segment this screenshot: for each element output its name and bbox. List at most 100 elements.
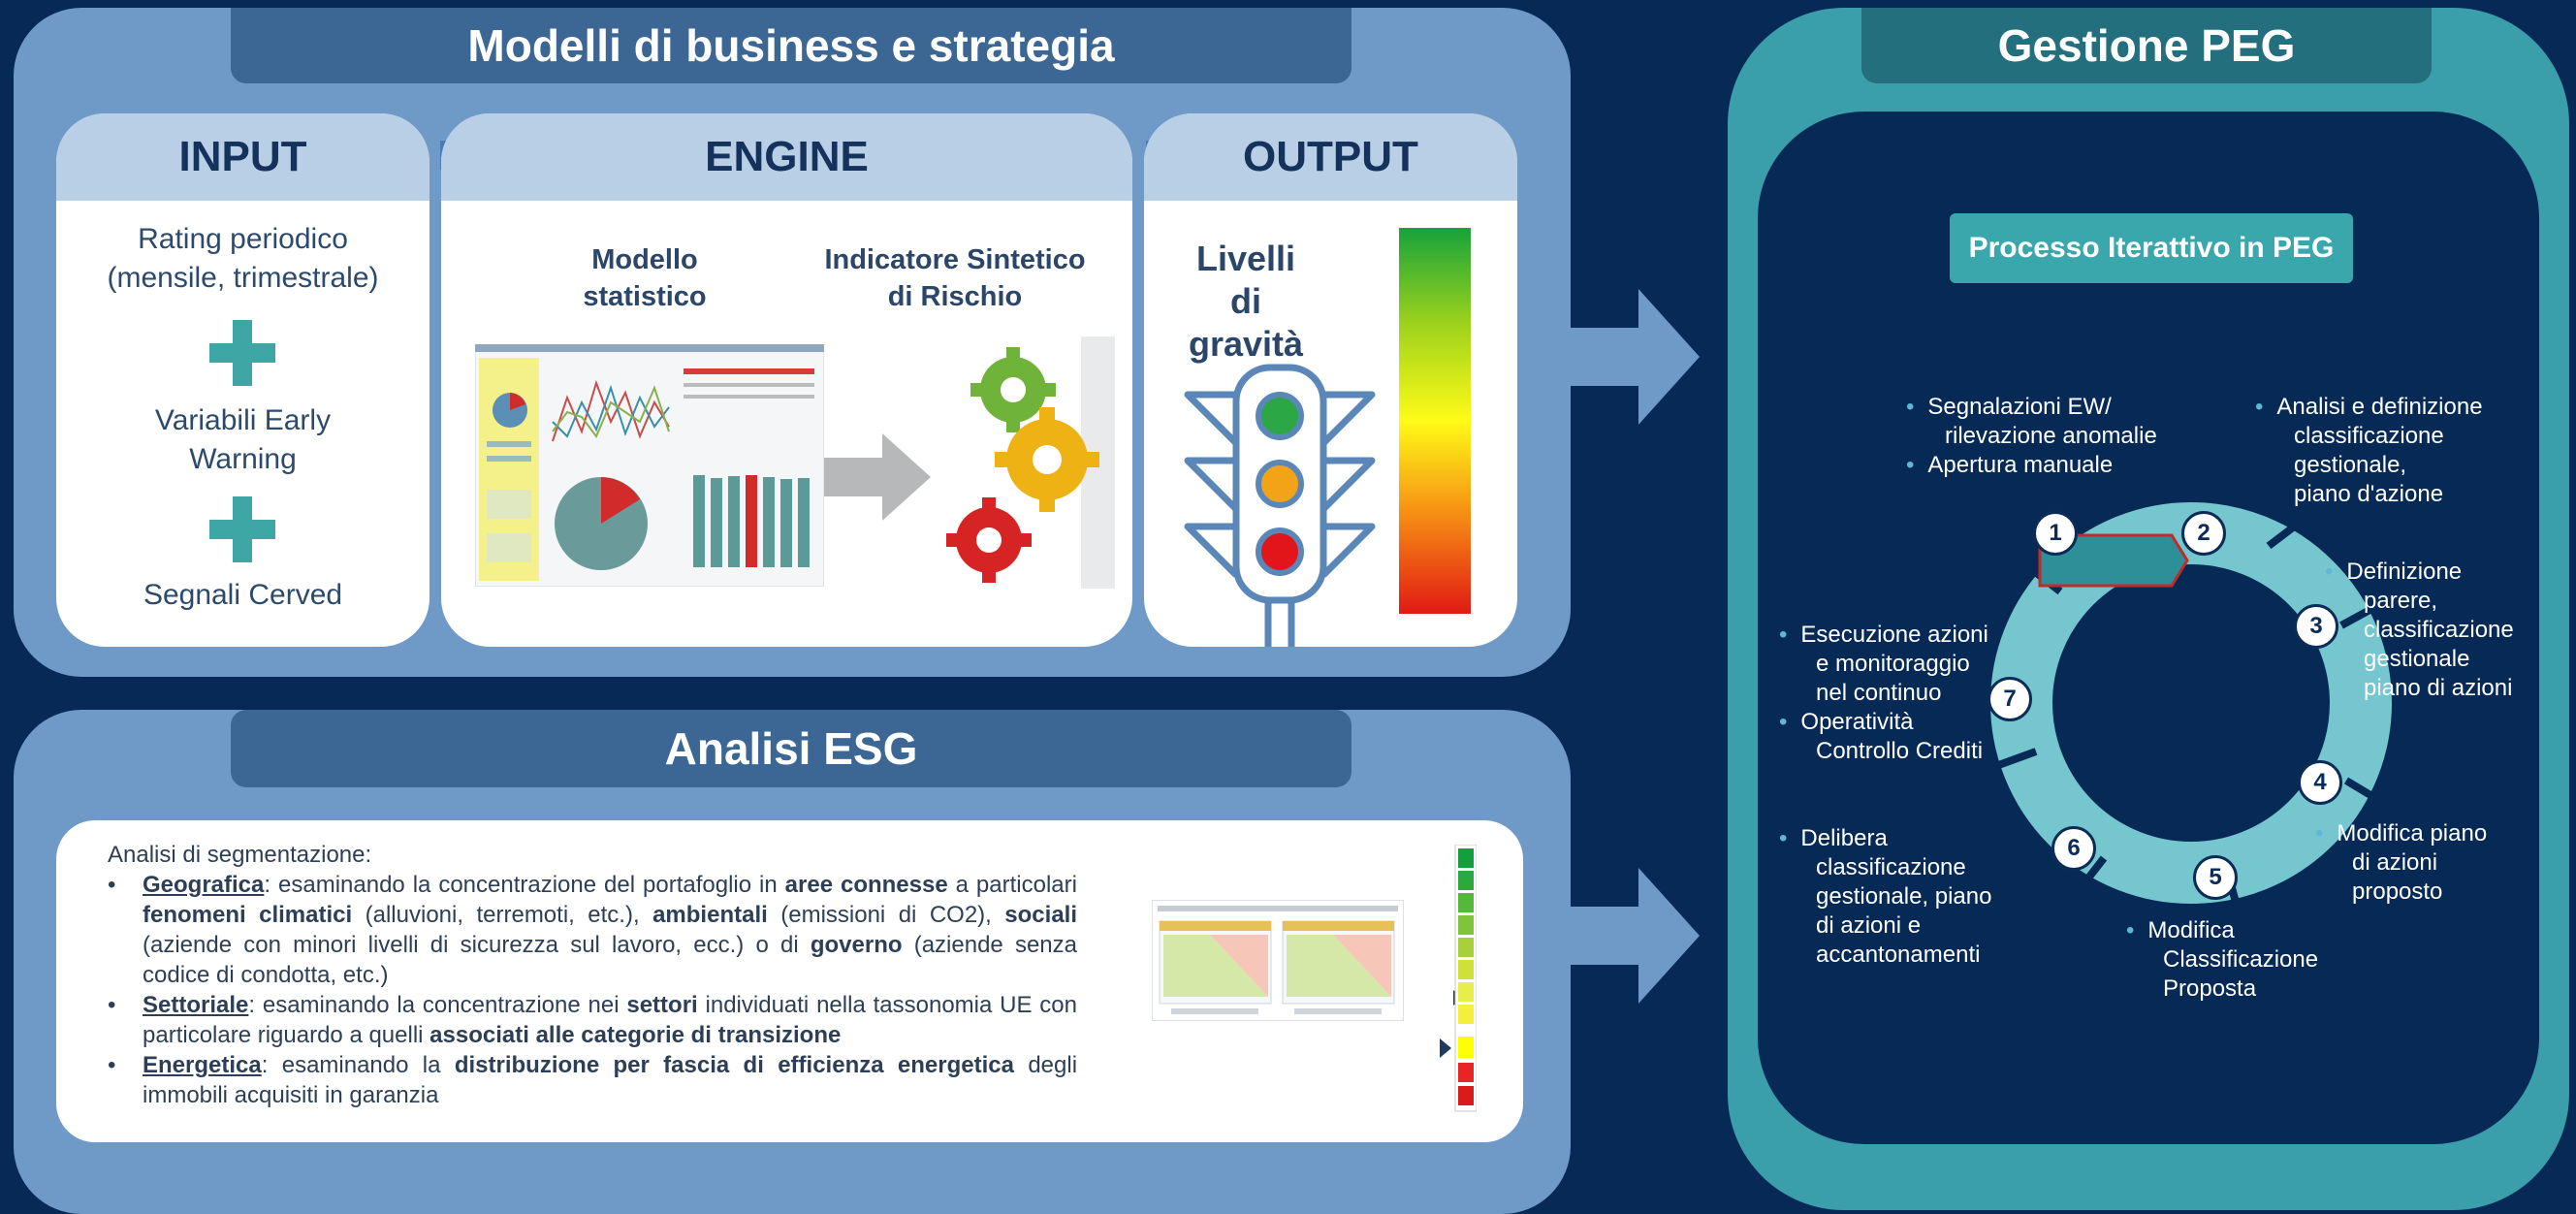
business-model-title: Modelli di business e strategia	[231, 8, 1352, 83]
peg-inner-panel	[1758, 112, 2539, 1144]
step-text: Proposta	[2163, 975, 2257, 1002]
step-number-3: 3	[2294, 604, 2338, 649]
step-text: classificazione	[2364, 617, 2514, 643]
output-levels-label-sub: di gravità	[1188, 281, 1304, 364]
energy-class-scale	[1440, 845, 1477, 1112]
step-number-4: 4	[2298, 760, 2342, 805]
esg-intro: Analisi di segmentazione:	[108, 842, 372, 868]
step-text: accantonamenti	[1816, 942, 1981, 968]
esg-text: (aziende senza codice di condotta, etc.)	[143, 932, 1077, 988]
traffic-light-icon	[1184, 364, 1376, 647]
step-number-2: 2	[2181, 511, 2226, 556]
step-text: Delibera	[1800, 825, 1888, 851]
step-text: Controllo Crediti	[1816, 738, 1984, 764]
engine-indicator-label-sub: di Rischio	[887, 281, 1023, 312]
step-text: parere,	[2364, 588, 2438, 614]
step-text: Definizione	[2346, 559, 2463, 585]
output-levels-label: Livelli	[1195, 239, 1296, 278]
step-text: classificazione	[2294, 423, 2444, 449]
esg-text: : esaminando la concentrazione del porta…	[264, 872, 785, 898]
esg-text: (alluvioni, terremoti, etc.),	[352, 902, 653, 928]
step-text: di azioni e	[1816, 912, 1922, 939]
esg-keyword: aree connesse	[784, 872, 948, 898]
esg-text: individuati nella tassonomia UE con part…	[143, 992, 1078, 1048]
step-text: gestionale,	[2294, 452, 2407, 478]
step-text: Classificazione	[2163, 946, 2319, 973]
esg-text: : esaminando la concentrazione nei	[248, 992, 627, 1018]
esg-ene-label: Energetica	[143, 1052, 262, 1078]
step-number-6: 6	[2051, 826, 2096, 871]
step-text: gestionale	[2364, 646, 2470, 672]
esg-text: : esaminando la	[261, 1052, 455, 1078]
step-text: piano d'azione	[2294, 481, 2444, 507]
esg-keyword: fenomeni climatici	[143, 902, 353, 928]
step-text: Apertura manuale	[1927, 452, 2114, 478]
esg-text: (emissioni di CO2),	[767, 902, 1005, 928]
output-header: OUTPUT	[1144, 113, 1517, 201]
esg-keyword: ambientali	[652, 902, 768, 928]
step-text: nel continuo	[1816, 680, 1942, 706]
esg-matrix-thumbnail	[1152, 900, 1404, 1021]
esg-keyword: associati alle categorie di transizione	[429, 1022, 842, 1048]
step-text: Operatività	[1800, 709, 1914, 735]
step-1-arrow-box	[2038, 533, 2189, 588]
input-card: INPUT Rating periodico (mensile, trimest…	[56, 113, 429, 647]
input-item-rating-sub: (mensile, trimestrale)	[107, 262, 379, 294]
step-7-text: •Esecuzione azioni e monitoraggio nel co…	[1779, 621, 2012, 766]
esg-keyword: governo	[810, 932, 903, 958]
arrow-right-icon	[1566, 868, 1700, 1004]
input-item-early-warning: Variabili Early	[154, 404, 332, 436]
step-text: gestionale, piano	[1816, 883, 1992, 910]
engine-model-label-sub: statistico	[583, 281, 707, 312]
step-text: Modifica piano	[2337, 820, 2488, 847]
input-item-early-warning-sub: Warning	[189, 443, 297, 475]
engine-indicator-label: Indicatore Sintetico	[824, 244, 1086, 275]
esg-item-energetica: • Energetica: esaminando la distribuzion…	[108, 1052, 1078, 1108]
arrow-right-icon	[824, 433, 931, 521]
esg-keyword: settori	[626, 992, 698, 1018]
step-text: Esecuzione azioni	[1800, 622, 1988, 648]
engine-card: ENGINE Modello statistico Indicatore Sin…	[441, 113, 1132, 647]
esg-item-geografica: • Geografica: esaminando la concentrazio…	[108, 872, 1078, 988]
output-card: OUTPUT Livelli di gravità	[1144, 113, 1517, 647]
step-number-1: 1	[2033, 511, 2078, 556]
peg-title: Gestione PEG	[1861, 8, 2432, 83]
esg-text: a particolari	[947, 872, 1077, 898]
esg-card: Analisi di segmentazione: • Geografica: …	[56, 820, 1523, 1142]
step-3-text: •Definizione parere, classificazione ges…	[2325, 558, 2538, 703]
step-4-text: •Modifica piano di azioni proposto	[2315, 819, 2538, 907]
peg-process-title: Processo Iterattivo in PEG	[1950, 213, 2353, 283]
step-text: e monitoraggio	[1816, 651, 1970, 677]
input-item-rating: Rating periodico	[138, 223, 348, 255]
input-header: INPUT	[56, 113, 429, 201]
step-6-text: •Delibera classificazione gestionale, pi…	[1779, 824, 2012, 970]
esg-title: Analisi ESG	[231, 710, 1352, 787]
engine-model-label: Modello	[591, 244, 698, 275]
step-text: proposto	[2352, 879, 2443, 905]
step-number-5: 5	[2193, 855, 2238, 900]
plus-icon	[209, 320, 275, 386]
esg-keyword: sociali	[1004, 902, 1078, 928]
step-5-text: •Modifica Classificazione Proposta	[2126, 916, 2359, 1004]
severity-gradient-bar	[1399, 228, 1471, 614]
step-2-text: •Analisi e definizione classificazione g…	[2255, 393, 2546, 509]
step-text: piano di azioni	[2364, 675, 2513, 701]
step-1-text: •Segnalazioni EW/ rilevazione anomalie •…	[1906, 393, 2197, 480]
step-number-7: 7	[1988, 677, 2032, 721]
esg-set-label: Settoriale	[143, 992, 249, 1018]
plus-icon	[209, 496, 275, 562]
esg-text: degli immobili acquisiti in garanzia	[143, 1052, 1078, 1108]
step-text: Analisi e definizione	[2276, 394, 2483, 420]
esg-item-settoriale: • Settoriale: esaminando la concentrazio…	[108, 992, 1078, 1048]
esg-keyword: distribuzione per fascia di efficienza e…	[454, 1052, 1014, 1078]
esg-geo-label: Geografica	[143, 872, 265, 898]
dashboard-thumbnail	[475, 344, 824, 587]
engine-header: ENGINE	[441, 113, 1132, 201]
step-text: Modifica	[2147, 917, 2235, 943]
gears-icon	[946, 336, 1115, 589]
step-text: classificazione	[1816, 854, 1966, 880]
step-text: Segnalazioni EW/	[1927, 394, 2112, 420]
step-text: di azioni	[2352, 849, 2438, 876]
step-text: rilevazione anomalie	[1945, 423, 2157, 449]
input-item-cerved: Segnali Cerved	[143, 579, 343, 611]
